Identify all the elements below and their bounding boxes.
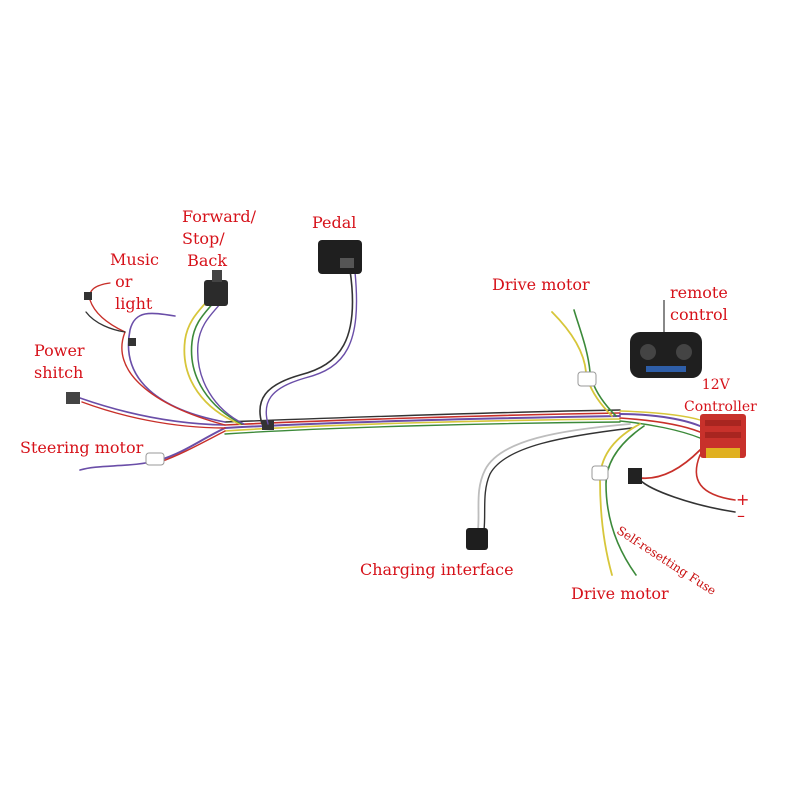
label-remote-control: remote control [670,283,728,324]
label-power-switch: Power shitch [34,341,85,382]
charging-interface-wires [466,423,633,550]
label-plus: + [736,490,750,509]
label-steering-motor: Steering motor [20,438,144,457]
forward-stop-back-wires [183,270,245,425]
power-switch-wires [66,392,226,429]
fuse-battery-wires [628,449,736,513]
drive-motor-bottom-wires [591,423,645,576]
label-drive-motor-top: Drive motor [492,275,590,294]
label-charging-interface: Charging interface [360,560,514,579]
label-minus: – [737,506,745,525]
drive-motor-top-wires [551,309,617,417]
label-music-or-light: Music or light [110,250,159,313]
remote-control [630,300,702,378]
label-pedal: Pedal [312,213,357,232]
music-light-wires [84,282,226,426]
main-harness [224,409,701,439]
pedal-wires [259,240,362,425]
steering-motor-wires [79,427,226,471]
label-forward-stop-back: Forward/ Stop/ Back [182,207,257,270]
controller-box [700,414,746,458]
label-controller: 12V Controller [684,377,757,415]
label-drive-motor-bottom: Drive motor [571,584,669,603]
